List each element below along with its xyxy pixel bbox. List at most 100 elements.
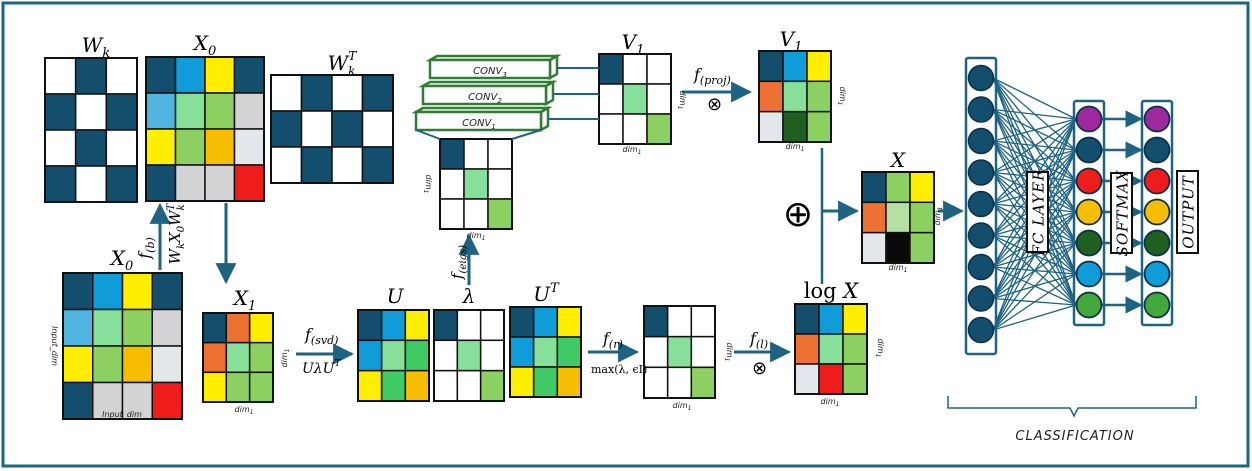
- matrix-cell: [248, 371, 274, 403]
- matrix-cell: [782, 50, 808, 83]
- connection-line: [992, 273, 1077, 331]
- matrix-wkt: [270, 74, 394, 184]
- input-node: [967, 96, 995, 123]
- output-node: [1143, 229, 1171, 257]
- matrix-cell: [225, 341, 251, 374]
- matrix-cell: [509, 306, 535, 338]
- label-bilinear: WkX0WkT: [166, 202, 187, 264]
- matrix-cell: [885, 231, 911, 264]
- matrix-cell: [151, 308, 183, 347]
- matrix-cell: [331, 146, 364, 184]
- matrix-cell: [357, 309, 383, 342]
- matrix-cell: [909, 231, 935, 264]
- matrix-cell: [758, 50, 784, 83]
- matrix-border: [433, 309, 505, 402]
- conv-connectors: [415, 67, 599, 140]
- matrix-border: [145, 56, 265, 202]
- svg-text:dim1: dim1: [422, 175, 433, 194]
- hidden-node: [1075, 260, 1103, 288]
- matrix-cell: [74, 165, 108, 203]
- svg-text:dim1: dim1: [235, 405, 254, 416]
- label-fr: f(r): [602, 329, 623, 351]
- output-node: [1143, 198, 1171, 226]
- matrix-cell: [598, 113, 624, 145]
- matrix-border: [861, 171, 935, 264]
- output-node: [1143, 291, 1171, 319]
- matrix-cell: [456, 309, 482, 342]
- matrix-cell: [433, 369, 459, 402]
- matrix-cell: [643, 335, 669, 369]
- label-max: max(λ, ϵI): [591, 363, 647, 376]
- matrix-cell: [794, 333, 820, 365]
- matrix-cell: [463, 168, 489, 200]
- matrix-cell: [643, 305, 669, 338]
- matrix-cell: [643, 366, 669, 399]
- matrix-cell: [151, 345, 183, 384]
- matrix-cell: [145, 92, 177, 130]
- matrix-cell: [361, 110, 394, 148]
- svg-text:dim1: dim1: [889, 263, 908, 274]
- matrix-cell: [456, 339, 482, 372]
- conv3-block: [425, 53, 562, 81]
- matrix-cell: [532, 306, 559, 338]
- matrix-cell: [622, 83, 648, 115]
- matrix-cell: [532, 336, 559, 368]
- label-x0-top: X0: [192, 31, 217, 59]
- input-node: [967, 127, 995, 155]
- matrix-cell: [233, 56, 265, 94]
- hidden-node: [1075, 136, 1103, 164]
- label-u: U: [387, 284, 405, 308]
- matrix-border: [598, 53, 672, 145]
- conv1-block: [411, 105, 553, 133]
- matrix-cell: [204, 92, 236, 130]
- arrows: [149, 81, 965, 365]
- matrix-cell: [861, 201, 887, 234]
- input-node: [967, 64, 995, 92]
- matrix-ut: [509, 306, 582, 398]
- labels: Wk X0 WkT X0 X1 U λ UT V1 V1 X log X f(b…: [50, 27, 944, 419]
- svg-text:dim1: dim1: [836, 87, 847, 106]
- matrix-border: [439, 138, 513, 230]
- label-conv3: CONV3: [473, 66, 507, 79]
- matrix-cell: [74, 57, 108, 95]
- matrix-cell: [794, 303, 820, 335]
- svg-text:dim1: dim1: [874, 339, 885, 358]
- matrix-cell: [794, 363, 820, 395]
- matrix-cell: [248, 341, 274, 374]
- svg-text:dim1: dim1: [676, 91, 687, 110]
- matrix-cell: [92, 345, 124, 384]
- matrix-cell: [300, 110, 333, 148]
- connection-line: [992, 180, 1077, 331]
- matrix-cell: [556, 306, 582, 338]
- output-node: [1143, 167, 1171, 195]
- input-node: [967, 190, 995, 218]
- matrix-cell: [404, 369, 430, 402]
- matrix-cell: [479, 339, 505, 372]
- label-conv2: CONV2: [468, 92, 502, 105]
- connection-line: [992, 211, 1077, 331]
- matrix-wk: [44, 57, 138, 203]
- svg-text:dim1: dim1: [673, 401, 692, 412]
- matrix-cell: [145, 164, 177, 202]
- matrix-cell: [174, 128, 206, 166]
- matrix-cell: [62, 381, 94, 420]
- matrix-cell: [806, 50, 832, 83]
- matrix-conv-input: [439, 138, 513, 230]
- matrix-cell: [842, 363, 868, 395]
- matrix-cell: [204, 56, 236, 94]
- output-node: [1143, 105, 1171, 133]
- matrix-cell: [121, 381, 153, 420]
- matrix-cell: [151, 272, 183, 311]
- softmax-box: [1110, 172, 1133, 254]
- matrix-cell: [842, 333, 868, 365]
- matrix-cell: [121, 308, 153, 347]
- matrix-cell: [646, 113, 672, 145]
- matrix-cell: [909, 201, 935, 234]
- matrix-cell: [622, 113, 648, 145]
- matrix-cell: [598, 53, 624, 85]
- matrix-border: [62, 272, 183, 420]
- matrix-cell: [782, 110, 808, 143]
- matrix-cell: [861, 231, 887, 264]
